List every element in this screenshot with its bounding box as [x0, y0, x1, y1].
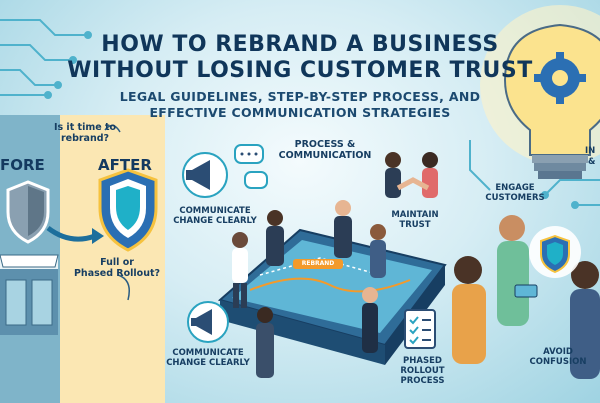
communicate-label-bottom-line2: CHANGE CLEARLY — [166, 358, 250, 368]
handshake-icon — [396, 177, 430, 191]
page-title-line2: WITHOUT LOSING CUSTOMER TRUST — [67, 58, 533, 83]
chat-bubble-icon — [234, 144, 268, 189]
avoid-confusion-label-line2: CONFUSION — [529, 357, 587, 367]
after-label: AFTER — [98, 156, 152, 174]
maintain-trust-label-line2: TRUST — [399, 220, 431, 230]
storefront — [0, 254, 59, 335]
communicate-label-top-line2: CHANGE CLEARLY — [173, 216, 257, 226]
phased-rollout-label-line2: ROLLOUT — [400, 366, 445, 376]
glowing-shield-icon — [529, 226, 581, 278]
light-bulb-icon — [480, 5, 600, 179]
process-label-line2: COMMUNICATION — [278, 150, 372, 161]
cut-label: IN — [585, 146, 596, 156]
gear-icon — [534, 52, 586, 104]
customers-people — [452, 215, 600, 379]
subtitle: LEGAL GUIDELINES, STEP-BY-STEP PROCESS, … — [119, 89, 481, 104]
circuit-lines-left — [0, 19, 92, 99]
after-side — [60, 115, 165, 403]
process-label: PROCESS & — [294, 139, 356, 150]
engage-customers-label-line2: CUSTOMERS — [485, 193, 545, 203]
cut-label-2: & — [588, 157, 596, 167]
subtitle-line2: EFFECTIVE COMMUNICATION STRATEGIES — [149, 105, 451, 120]
checklist-icon — [404, 309, 436, 349]
communicate-label-top: COMMUNICATE — [179, 206, 251, 216]
before-label: FORE — [0, 156, 45, 174]
new-shield-icon — [98, 168, 158, 252]
rollout-question-line2: Phased Rollout? — [73, 268, 161, 279]
maintain-trust-label: MAINTAIN — [391, 210, 439, 220]
avoid-confusion-label: AVOID — [543, 347, 573, 357]
megaphone-icon — [182, 152, 228, 198]
rebrand-question-line2: rebrand? — [60, 133, 110, 144]
old-shield-icon — [6, 180, 50, 244]
transition-arrow — [46, 225, 96, 242]
circuit-lines-right — [469, 140, 600, 209]
page-title: HOW TO REBRAND A BUSINESS — [101, 32, 499, 57]
phased-rollout-label-line3: PROCESS — [400, 376, 445, 386]
team-people — [232, 152, 438, 378]
engage-customers-label: ENGAGE — [495, 183, 535, 193]
table-sign: REBRAND — [293, 259, 343, 269]
megaphone-bottom-icon — [187, 301, 229, 343]
rebrand-question: Is it time to — [53, 122, 117, 133]
rollout-question: Full or — [100, 257, 134, 268]
phased-rollout-label: PHASED — [403, 356, 442, 366]
communicate-label-bottom: COMMUNICATE — [172, 348, 244, 358]
